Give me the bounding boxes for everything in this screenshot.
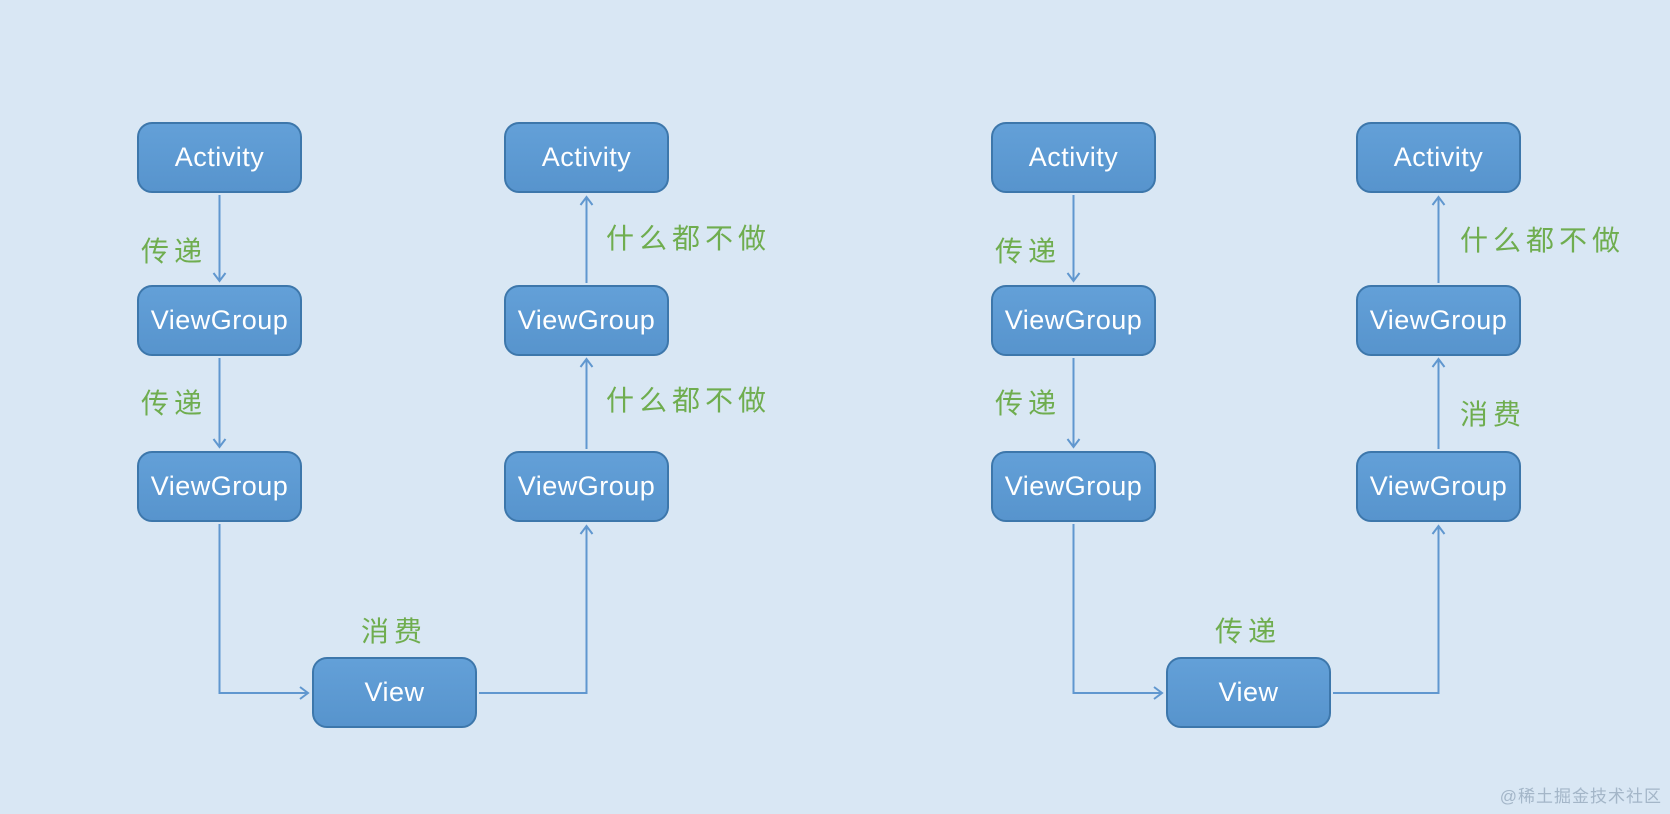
edge-label-do-nothing: 什么都不做	[606, 223, 772, 254]
edge-label-do-nothing: 什么都不做	[606, 385, 772, 416]
node-view: View	[312, 657, 477, 728]
node-activity: Activity	[137, 122, 302, 193]
edge-label-dispatch: 传递	[1214, 616, 1282, 647]
arrow-d2-viewgroup-to-view	[1072, 524, 1164, 700]
node-viewgroup: ViewGroup	[504, 285, 669, 356]
node-viewgroup: ViewGroup	[1356, 451, 1521, 522]
node-viewgroup: ViewGroup	[991, 285, 1156, 356]
edge-label-consume: 消费	[1460, 399, 1527, 430]
node-viewgroup: ViewGroup	[1356, 285, 1521, 356]
node-viewgroup: ViewGroup	[137, 451, 302, 522]
arrow-d1-view-to-viewgroup	[479, 524, 594, 694]
edge-label-dispatch: 传递	[140, 236, 207, 267]
edge-label-dispatch: 传递	[140, 388, 207, 419]
node-activity: Activity	[991, 122, 1156, 193]
watermark: @稀土掘金技术社区	[1499, 787, 1662, 806]
node-viewgroup: ViewGroup	[137, 285, 302, 356]
node-viewgroup: ViewGroup	[504, 451, 669, 522]
edge-label-do-nothing: 什么都不做	[1460, 225, 1626, 256]
node-view: View	[1166, 657, 1331, 728]
node-viewgroup: ViewGroup	[991, 451, 1156, 522]
arrow-d2-view-to-viewgroup	[1333, 524, 1446, 694]
node-activity: Activity	[504, 122, 669, 193]
edge-label-dispatch: 传递	[994, 236, 1061, 267]
edge-label-dispatch: 传递	[994, 388, 1061, 419]
node-activity: Activity	[1356, 122, 1521, 193]
arrow-d1-viewgroup-to-view	[218, 524, 310, 700]
edge-label-consume: 消费	[360, 616, 428, 647]
